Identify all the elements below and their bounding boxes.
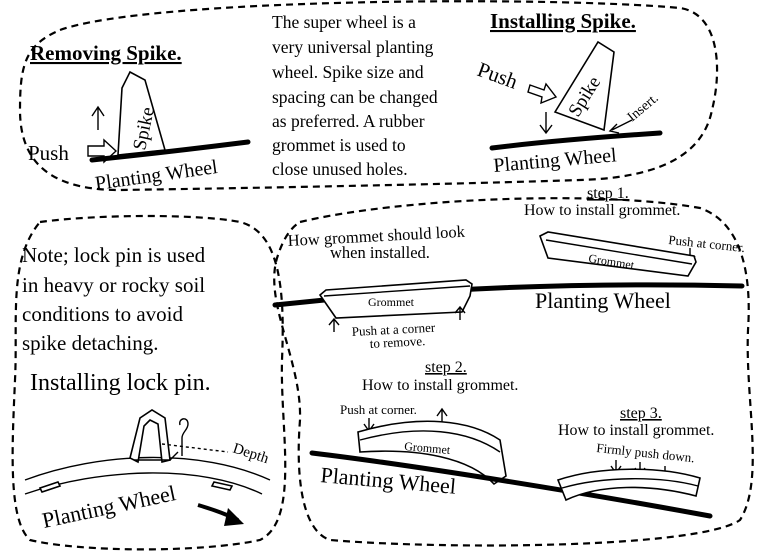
step2-push-label: Push at corner. xyxy=(340,402,417,417)
lockpin-note-line: spike detaching. xyxy=(22,331,158,355)
grommet-dashed-border xyxy=(273,197,754,547)
step1-description: How to install grommet. xyxy=(524,202,680,219)
installing-wheel-line xyxy=(489,130,663,151)
step2-grommet-detail xyxy=(359,430,501,453)
step2-pull-arrow-icon xyxy=(436,407,448,422)
step1-grommet-detail xyxy=(545,239,693,265)
step2-label: step 2. xyxy=(425,359,467,376)
lockpin-wheel-slot xyxy=(38,481,62,493)
intro-line: as preferred. A rubber xyxy=(272,111,425,131)
installing-spike-title: Installing Spike. xyxy=(490,9,636,33)
installing-insert-arrow-icon xyxy=(608,119,633,134)
lockpin-title: Installing lock pin. xyxy=(30,370,211,396)
intro-paragraph: The super wheel is a very universal plan… xyxy=(272,12,438,179)
intro-line: grommet is used to xyxy=(272,135,406,155)
removing-push-label: Push xyxy=(28,141,69,165)
grommet-remove-line2: to remove. xyxy=(369,333,425,351)
lockpin-note-line: in heavy or rocky soil xyxy=(22,273,205,297)
lockpin-spike-base xyxy=(134,451,179,461)
step1-grommet-shape xyxy=(539,231,697,277)
intro-line: The super wheel is a xyxy=(272,12,416,32)
grommet-installed-label: Grommet xyxy=(368,295,415,309)
grommet-installed-shape xyxy=(318,279,473,319)
grommet-remove-line1: Push at a corner xyxy=(351,320,436,339)
step2-description: How to install grommet. xyxy=(362,377,518,394)
lockpin-depth-label: Depth xyxy=(231,441,271,468)
step3-grommet-detail xyxy=(561,478,699,489)
grommet-bottom-wheel-label: Planting Wheel xyxy=(320,462,458,499)
step3-description: How to install grommet. xyxy=(558,422,714,439)
grommet-installed-line2: when installed. xyxy=(330,243,430,262)
lockpin-wheel-label: Planting Wheel xyxy=(40,480,178,533)
grommet-installed-detail xyxy=(323,285,471,297)
removing-up-arrow-icon xyxy=(91,105,105,130)
lockpin-depth-line xyxy=(161,443,229,453)
removing-wheel-line xyxy=(89,139,251,163)
lockpin-wheel-outer xyxy=(24,456,271,481)
step3-grommet-shape xyxy=(556,468,701,502)
removing-wheel-label: Planting Wheel xyxy=(94,156,220,195)
grommet-bottom-wheel-line xyxy=(309,450,713,519)
installing-push-arrow-icon xyxy=(527,82,558,105)
intro-line: very universal planting xyxy=(272,37,434,57)
grommet-remove-arrow-icon xyxy=(328,317,340,332)
lockpin-pin-icon xyxy=(179,418,189,456)
grommet-top-wheel-label: Planting Wheel xyxy=(535,288,671,313)
lockpin-dashed-border xyxy=(11,214,287,551)
step3-push-label: Firmly push down. xyxy=(596,440,696,465)
grommet-remove-arrow-icon xyxy=(454,305,466,320)
step3-label: step 3. xyxy=(620,405,662,422)
lockpin-direction-arrowhead xyxy=(224,508,244,526)
installing-down-arrow-icon xyxy=(539,112,553,135)
lockpin-note-line: conditions to avoid xyxy=(22,302,183,326)
intro-line: close unused holes. xyxy=(272,159,408,179)
installing-spike-shape xyxy=(553,40,615,132)
intro-line: spacing can be changed xyxy=(272,87,438,107)
lockpin-wheel-slot xyxy=(210,481,234,491)
lockpin-spike-frame xyxy=(129,409,171,464)
intro-line: wheel. Spike size and xyxy=(272,62,424,82)
installing-push-label: Push xyxy=(474,57,521,94)
top-dashed-border xyxy=(18,0,719,192)
removing-spike-title: Removing Spike. xyxy=(30,41,182,65)
lockpin-note-line: Note; lock pin is used xyxy=(22,243,206,267)
step1-label: step 1. xyxy=(587,185,629,202)
installing-insert-label: Insert. xyxy=(625,91,662,125)
installing-wheel-label: Planting Wheel xyxy=(493,144,618,177)
step2-grommet-label: Grommet xyxy=(404,439,452,457)
